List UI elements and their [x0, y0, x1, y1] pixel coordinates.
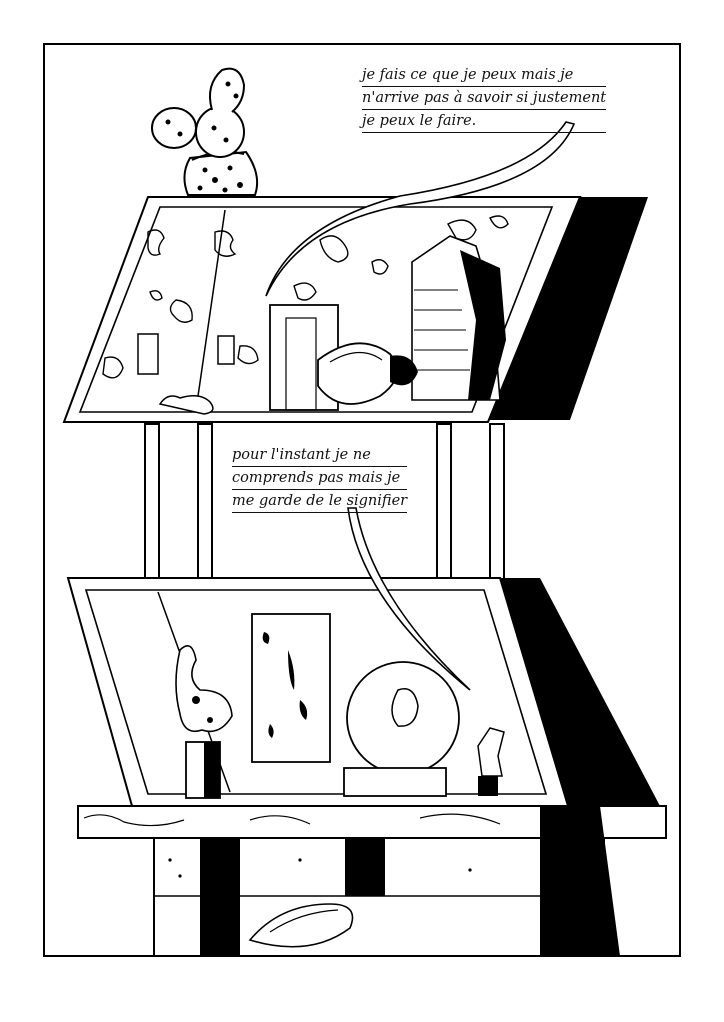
- upper-vitrine: [62, 196, 648, 423]
- caption-top-line-2: n'arrive pas à savoir si justement: [362, 87, 607, 110]
- cactus-pot: [183, 150, 259, 196]
- caption-top-line-3: je peux le faire.: [362, 110, 607, 133]
- caption-middle-line-1: pour l'instant je ne: [232, 444, 408, 467]
- stone-base: [77, 805, 667, 957]
- caption-top: je fais ce que je peux mais je n'arrive …: [362, 64, 607, 133]
- support-posts: [144, 423, 505, 581]
- caption-middle: pour l'instant je ne comprends pas mais …: [232, 444, 408, 513]
- caption-top-line-1: je fais ce que je peux mais je: [362, 64, 607, 87]
- speech-tail-middle: [347, 507, 471, 691]
- lower-vitrine: [66, 577, 660, 807]
- cactus-plant: [151, 67, 246, 158]
- caption-middle-line-3: me garde de le signifier: [232, 490, 408, 513]
- caption-middle-line-2: comprends pas mais je: [232, 467, 408, 490]
- speech-tail-top: [265, 121, 576, 297]
